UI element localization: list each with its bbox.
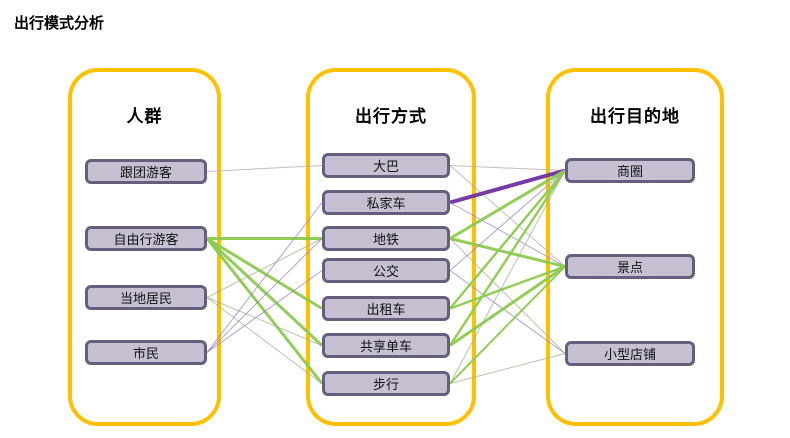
- edge-p3-m6: [206, 297, 323, 346]
- page-title: 出行模式分析: [14, 15, 105, 32]
- node-mode-m7: 步行: [322, 371, 450, 396]
- node-destination-d2: 景点: [565, 254, 695, 279]
- edge-p1-m1: [206, 165, 323, 172]
- panel-crowd-title: 人群: [126, 107, 163, 126]
- node-mode-m6: 共享单车: [322, 333, 450, 358]
- node-mode-m3: 地铁: [322, 226, 450, 251]
- node-destination-d3: 小型店铺: [565, 341, 695, 366]
- panel-destination-title: 出行目的地: [590, 107, 680, 126]
- edge-p4-m4: [206, 270, 323, 353]
- node-mode-m5: 出租车: [322, 296, 450, 321]
- node-crowd-p1: 跟团游客: [85, 159, 207, 184]
- panel-destination: 出行目的地: [546, 68, 724, 426]
- node-mode-m1: 大巴: [322, 153, 450, 178]
- node-crowd-p4: 市民: [85, 340, 207, 365]
- node-mode-m2: 私家车: [322, 190, 450, 215]
- edge-p2-m6: [205, 237, 324, 347]
- panel-travel-mode-title: 出行方式: [355, 107, 427, 126]
- edge-p3-m3: [206, 238, 323, 298]
- edge-p4-m3: [206, 238, 323, 353]
- edge-p3-m7: [206, 297, 323, 384]
- edge-p2-m7: [205, 237, 324, 385]
- edge-p2-m5: [206, 237, 323, 310]
- node-crowd-p3: 当地居民: [85, 285, 207, 310]
- node-destination-d1: 商圈: [565, 158, 695, 183]
- node-mode-m4: 公交: [322, 258, 450, 283]
- node-crowd-p2: 自由行游客: [85, 226, 207, 251]
- edge-p4-m2: [206, 202, 323, 353]
